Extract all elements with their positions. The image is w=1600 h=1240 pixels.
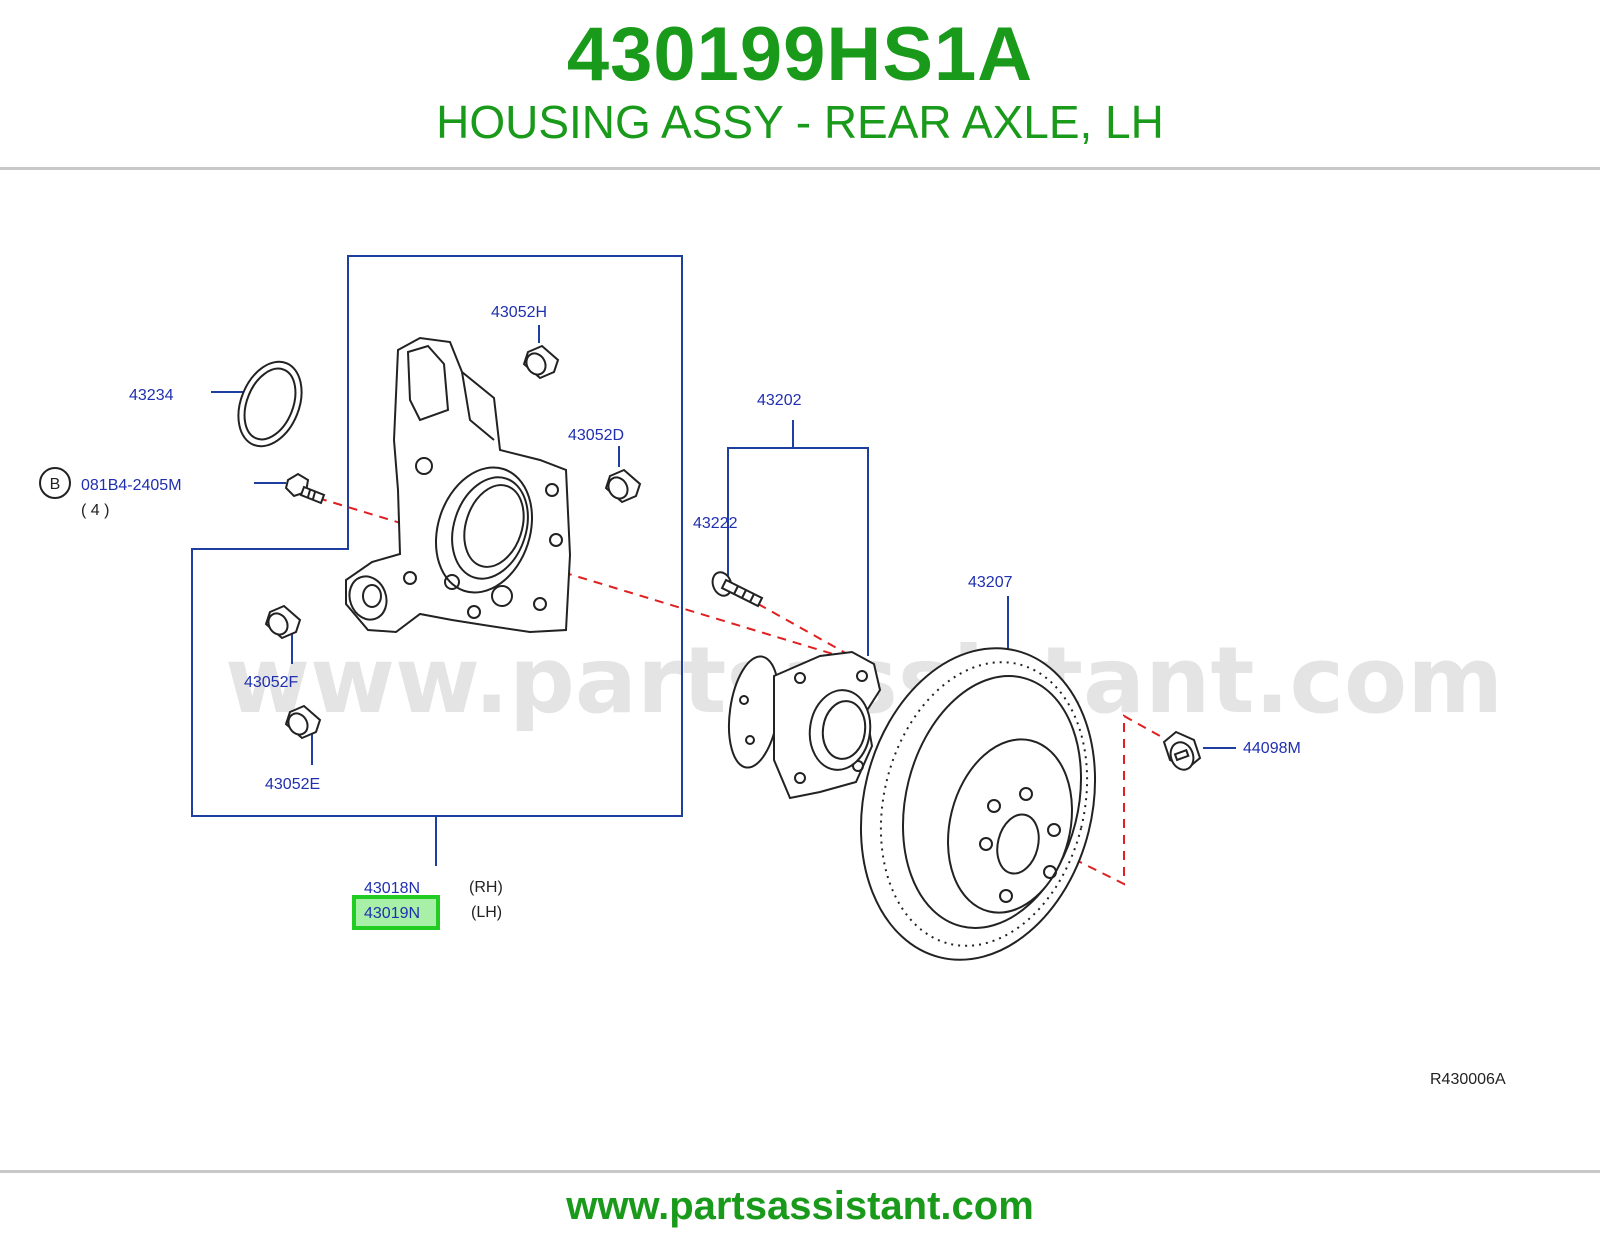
axle-housing-knuckle-icon — [345, 336, 572, 634]
callout-43207[interactable]: 43207 — [968, 574, 1013, 591]
diagram-code: R430006A — [1430, 1071, 1506, 1088]
part-number-title: 430199HS1A — [566, 12, 1034, 97]
callout-43052H[interactable]: 43052H — [491, 304, 547, 321]
hub-bolt-43222-icon — [711, 571, 764, 608]
bushing-43052F-icon — [264, 604, 302, 640]
bolt-081B4-icon — [284, 472, 326, 505]
cap-44098M-icon — [1162, 730, 1202, 771]
bolt-centerline — [743, 595, 859, 661]
callout-lh: (LH) — [471, 904, 502, 921]
callout-43052E[interactable]: 43052E — [265, 776, 320, 793]
callout-43052D[interactable]: 43052D — [568, 427, 624, 444]
header-divider — [0, 167, 1600, 170]
callout-43052F[interactable]: 43052F — [244, 674, 298, 691]
footer-divider — [0, 1170, 1600, 1173]
hub-assembly-bracket — [727, 447, 869, 656]
bushing-43052E-icon — [284, 704, 322, 740]
callout-quantity: ( 4 ) — [81, 502, 109, 519]
callout-44098M[interactable]: 44098M — [1243, 740, 1301, 757]
callout-43222[interactable]: 43222 — [693, 515, 738, 532]
bushing-43052H-icon — [522, 344, 560, 380]
callout-43234[interactable]: 43234 — [129, 387, 174, 404]
b-marker-circle — [39, 467, 71, 499]
callout-43018N[interactable]: 43018N — [364, 880, 420, 897]
callout-43202[interactable]: 43202 — [757, 392, 802, 409]
part-description: HOUSING ASSY - REAR AXLE, LH — [436, 96, 1164, 148]
footer-url[interactable]: www.partsassistant.com — [566, 1184, 1034, 1228]
hub-bearing-assembly-icon — [727, 650, 882, 800]
callout-43019N[interactable]: 43019N — [364, 905, 420, 922]
disc-centerline — [987, 714, 1161, 886]
o-ring-43234 — [237, 360, 303, 448]
b-marker-text: B — [50, 476, 61, 493]
brake-disc-43207-icon — [859, 647, 1097, 961]
callout-rh: (RH) — [469, 879, 503, 896]
bushing-43052D-icon — [604, 468, 642, 504]
housing-assembly-frame — [191, 255, 683, 817]
header: 430199HS1A HOUSING ASSY - REAR AXLE, LH — [0, 0, 1600, 168]
callout-081B4-2405M[interactable]: 081B4-2405M — [81, 477, 182, 494]
highlight-box-43019N — [352, 895, 440, 930]
